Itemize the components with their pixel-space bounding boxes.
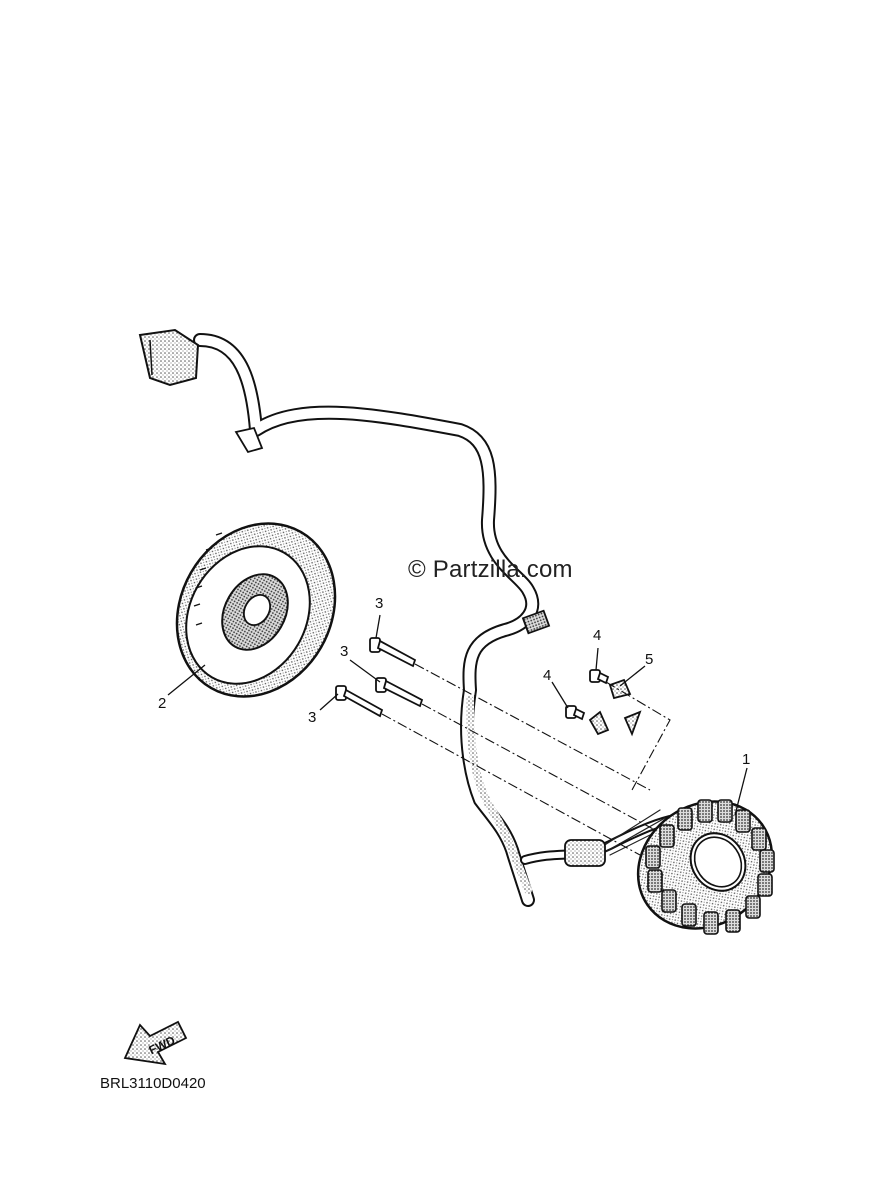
harness-connector-mid <box>521 609 551 635</box>
callout-label: 2 <box>158 695 167 712</box>
screw-lower <box>565 705 586 721</box>
callout-label: 3 <box>375 595 384 612</box>
assembly-leader-lines <box>381 663 671 856</box>
screw-upper <box>589 669 610 685</box>
fwd-arrow-icon <box>123 1020 188 1066</box>
callout-leaders <box>167 614 748 816</box>
callout-label: 4 <box>543 667 552 684</box>
callout-label: 3 <box>308 709 317 726</box>
wire-harness <box>193 333 675 907</box>
bolt-upper <box>369 637 417 668</box>
callout-label: 4 <box>593 627 602 644</box>
callout-label: 5 <box>645 651 654 668</box>
rotor-flywheel <box>175 522 337 698</box>
stator <box>636 799 775 935</box>
watermark-text: © Partzilla.com <box>408 556 573 583</box>
clamp <box>588 678 642 737</box>
harness-connector-top <box>138 328 200 387</box>
callout-label: 3 <box>340 643 349 660</box>
bolt-middle <box>375 677 424 708</box>
bolt-lower <box>335 685 384 718</box>
harness-clip <box>234 426 264 454</box>
diagram-code: BRL3110D0420 <box>100 1075 206 1092</box>
callout-label: 1 <box>742 751 751 768</box>
harness-grommet <box>564 839 606 867</box>
